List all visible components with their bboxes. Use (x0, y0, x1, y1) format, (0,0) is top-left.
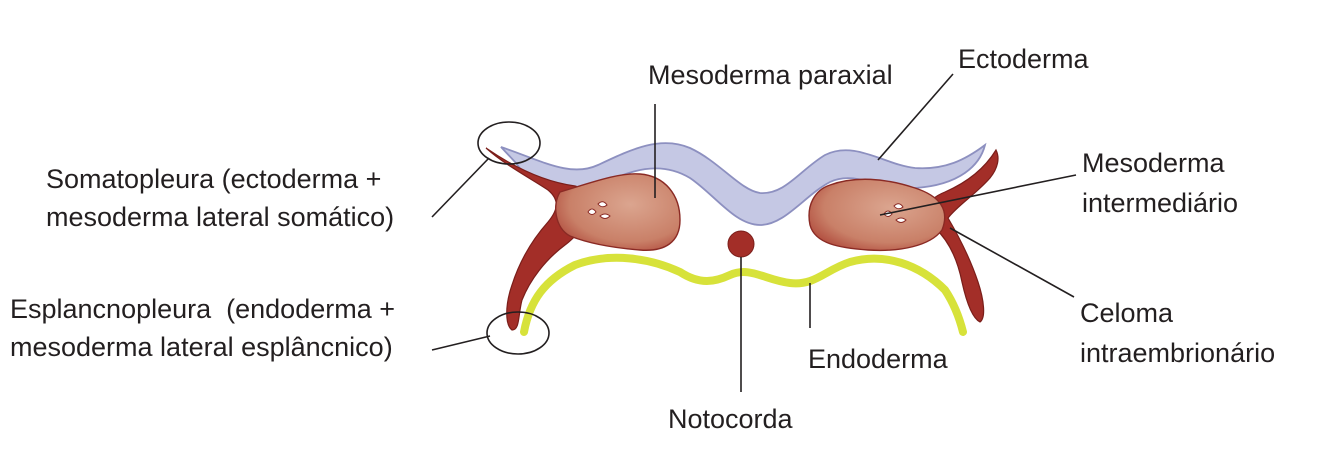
label-celoma-line1: Celoma (1080, 298, 1174, 328)
leader-mesoderma-intermediario (879, 174, 1077, 216)
label-mesoderma-intermediario-line1: Mesoderma (1082, 148, 1226, 178)
notochord (727, 230, 755, 258)
leader-somatopleura (431, 157, 490, 218)
label-somatopleura-line1: Somatopleura (ectoderma + (46, 164, 381, 194)
label-ectoderma: Ectoderma (958, 44, 1090, 74)
right-paraxial-mesoderm (808, 178, 946, 252)
left-paraxial-mesoderm (554, 173, 681, 251)
label-mesoderma-intermediario-line2: intermediário (1082, 188, 1238, 218)
label-somatopleura-line2: mesoderma lateral somático) (46, 202, 394, 232)
left-intermediate-cavities (587, 201, 611, 219)
label-endoderma: Endoderma (808, 344, 949, 374)
label-esplancnopleura-line1: Esplancnopleura (endoderma + (10, 294, 395, 324)
label-celoma-line2: intraembrionário (1080, 338, 1275, 368)
leader-ectoderma (877, 73, 954, 161)
esplancnopleura-marker-circle (486, 311, 550, 355)
label-esplancnopleura-line2: mesoderma lateral esplâncnico) (10, 332, 393, 362)
somatopleura-marker-circle (477, 121, 541, 165)
label-notocorda: Notocorda (668, 404, 794, 434)
ectoderm-layer (500, 142, 987, 226)
leader-esplancnopleura (431, 335, 491, 351)
label-mesoderma-paraxial: Mesoderma paraxial (648, 60, 893, 90)
endoderm-layer (520, 253, 967, 336)
leader-celoma (949, 227, 1075, 298)
